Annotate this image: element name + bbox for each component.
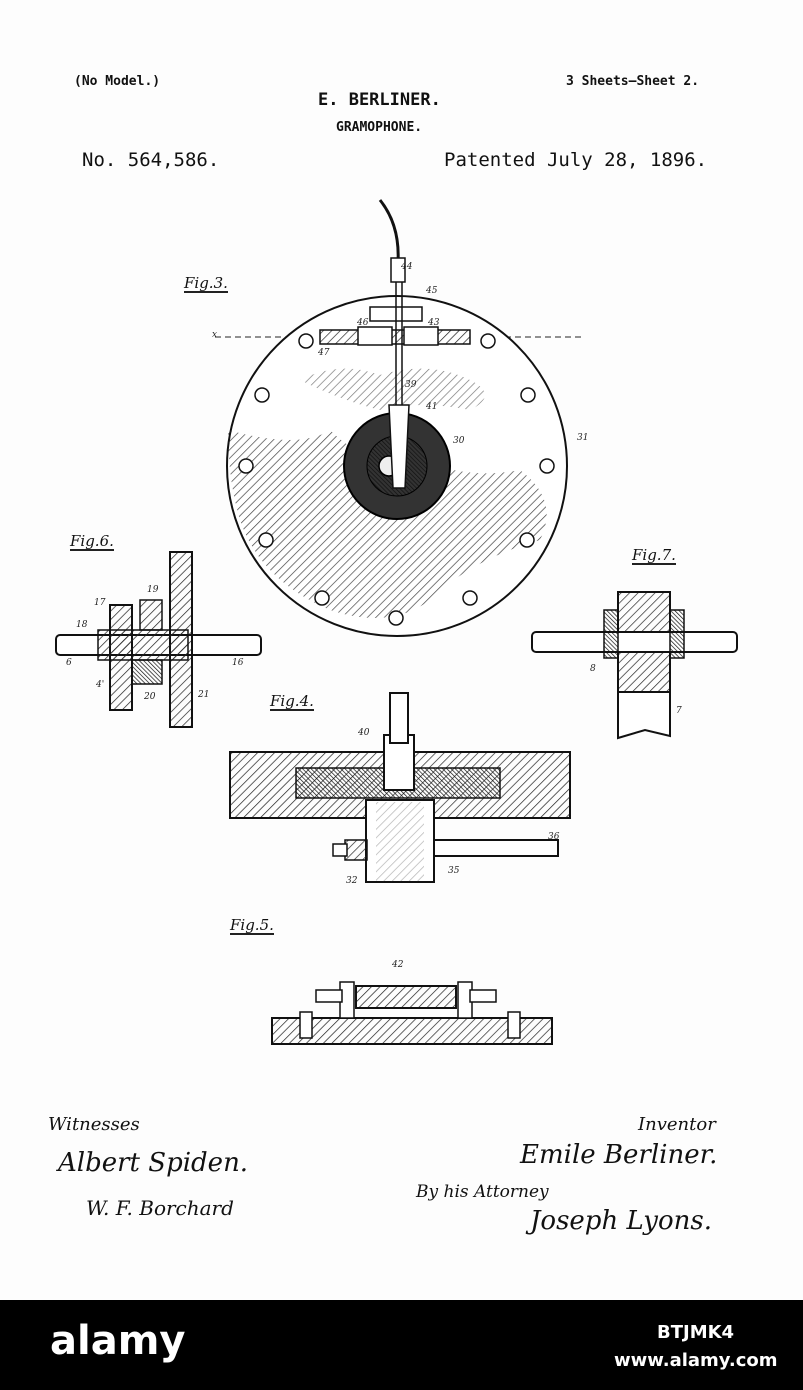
ref-17: 17	[94, 598, 105, 608]
fig-7-shaft-section	[532, 592, 737, 738]
ref-35: 35	[448, 866, 459, 876]
ref-44: 44	[401, 262, 412, 272]
ref-36: 36	[548, 832, 559, 842]
witnesses-label: Witnesses	[48, 1114, 140, 1135]
ref-32: 32	[346, 876, 357, 886]
ref-20: 20	[144, 692, 155, 702]
ref-30: 30	[453, 436, 464, 446]
fig-3-turntable-disc	[215, 200, 585, 636]
alamy-logo: alamy	[50, 1318, 185, 1364]
ref-21: 21	[198, 690, 209, 700]
by-attorney-label: By his Attorney	[416, 1182, 549, 1202]
fig-6-spindle-gear	[56, 552, 261, 727]
ref-6: 6	[66, 658, 72, 668]
ref-46: 46	[357, 318, 368, 328]
fig-5-side-view	[272, 982, 552, 1044]
attorney-signature: Joseph Lyons.	[530, 1206, 712, 1236]
ref-43: 43	[428, 318, 439, 328]
inventor-signature: Emile Berliner.	[520, 1140, 717, 1170]
image-id: BTJMK4	[657, 1322, 734, 1343]
inventor-label: Inventor	[638, 1114, 716, 1135]
ref-42: 42	[392, 960, 403, 970]
patent-drawings	[0, 0, 803, 1300]
ref-8: 8	[590, 664, 596, 674]
ref-19: 19	[147, 585, 158, 595]
ref-47: 47	[318, 348, 329, 358]
fig-4-cross-section	[230, 693, 570, 882]
ref-18: 18	[76, 620, 87, 630]
witness-signature-1: Albert Spiden.	[58, 1148, 248, 1178]
ref-41: 41	[426, 402, 437, 412]
site-url: www.alamy.com	[614, 1350, 778, 1371]
ref-39: 39	[405, 380, 416, 390]
ref-16: 16	[232, 658, 243, 668]
ref-40: 40	[358, 728, 369, 738]
ref-x: x	[212, 330, 217, 340]
ref-4: 4'	[96, 680, 104, 690]
ref-31: 31	[577, 433, 588, 443]
ref-7: 7	[676, 706, 682, 716]
witness-signature-2: W. F. Borchard	[86, 1196, 234, 1220]
ref-45: 45	[426, 286, 437, 296]
